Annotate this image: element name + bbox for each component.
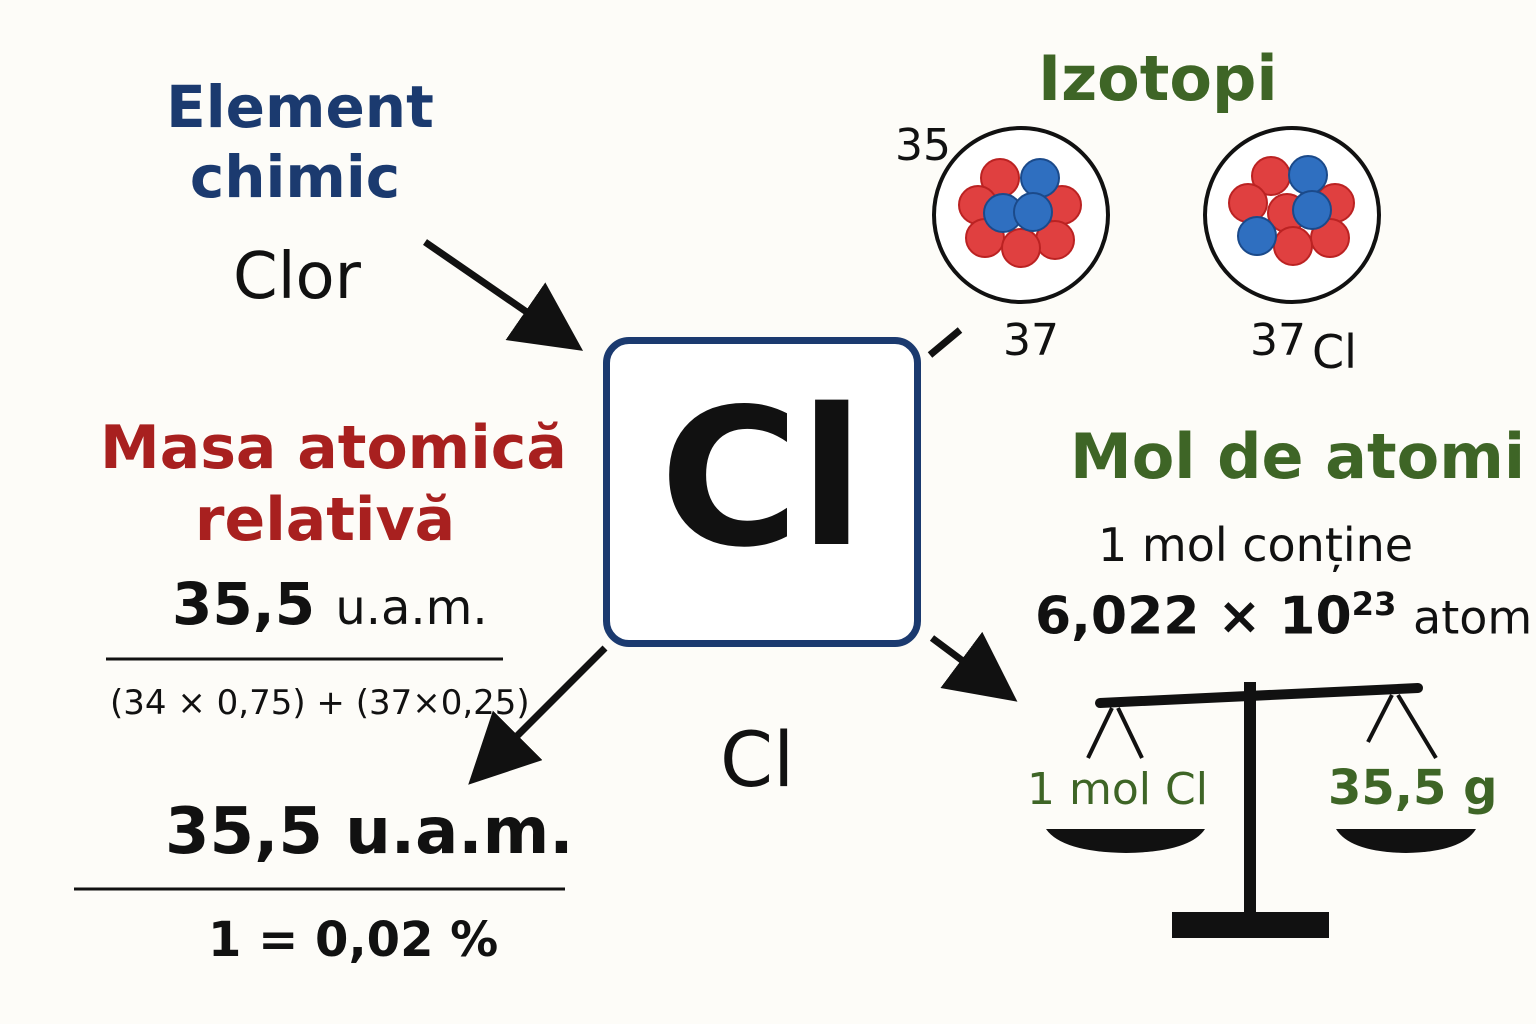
atomic-mass-bottom-value: 35,5 u.a.m. (165, 795, 574, 869)
arrow-symbol-to-mole (929, 631, 1018, 702)
scale-left-label: 1 mol Cl (1027, 764, 1208, 815)
element-symbol-card: Cl (603, 337, 921, 647)
isotope-left-bottom-number: 37 (1003, 315, 1059, 366)
nucleus-35 (958, 158, 1082, 268)
nucleus-37 (1228, 155, 1355, 266)
atomic-mass-formula: (34 × 0,75) + (37×0,25) (110, 683, 530, 723)
atomic-mass-heading-line1: Masa atomică (100, 413, 567, 483)
arrow-symbol-to-mass (468, 645, 608, 785)
mole-avogadro: 6,022 × 1023 atomi (1035, 585, 1536, 646)
isotope-left-top-number: 35 (895, 120, 951, 171)
element-symbol: Cl (659, 368, 865, 589)
mole-avogadro-base: 6,022 × 10 (1035, 586, 1352, 647)
mole-heading: Mol de atomi (1070, 420, 1526, 493)
mole-line1: 1 mol conține (1098, 518, 1414, 572)
atomic-mass-heading: Masa atomică relativă (100, 412, 567, 556)
mole-avogadro-exp: 23 (1351, 585, 1397, 623)
atomic-mass-note: 1 = 0,02 % (208, 912, 499, 968)
atomic-mass-heading-line2: relativă (194, 485, 456, 555)
line-symbol-to-isotopes (927, 327, 963, 358)
atomic-mass-top-unit: u.a.m. (335, 580, 488, 636)
atomic-mass-top-value: 35,5 (172, 570, 316, 638)
mole-avogadro-unit: atomi (1413, 590, 1536, 645)
isotope-right-number: 37 (1250, 315, 1306, 366)
isotopes-heading: Izotopi (1038, 42, 1278, 115)
element-heading-line2: chimic (189, 143, 401, 211)
element-heading: Element chimic (140, 72, 460, 212)
element-heading-line1: Element (166, 73, 434, 141)
atomic-mass-top: 35,5 u.a.m. (172, 570, 488, 638)
isotope-right-symbol: Cl (1312, 325, 1357, 379)
balance-scale (1046, 682, 1476, 938)
scale-right-label: 35,5 g (1328, 760, 1498, 816)
arrow-element-to-symbol (423, 239, 584, 351)
symbol-caption: Cl (720, 715, 795, 804)
element-name: Clor (233, 240, 361, 314)
